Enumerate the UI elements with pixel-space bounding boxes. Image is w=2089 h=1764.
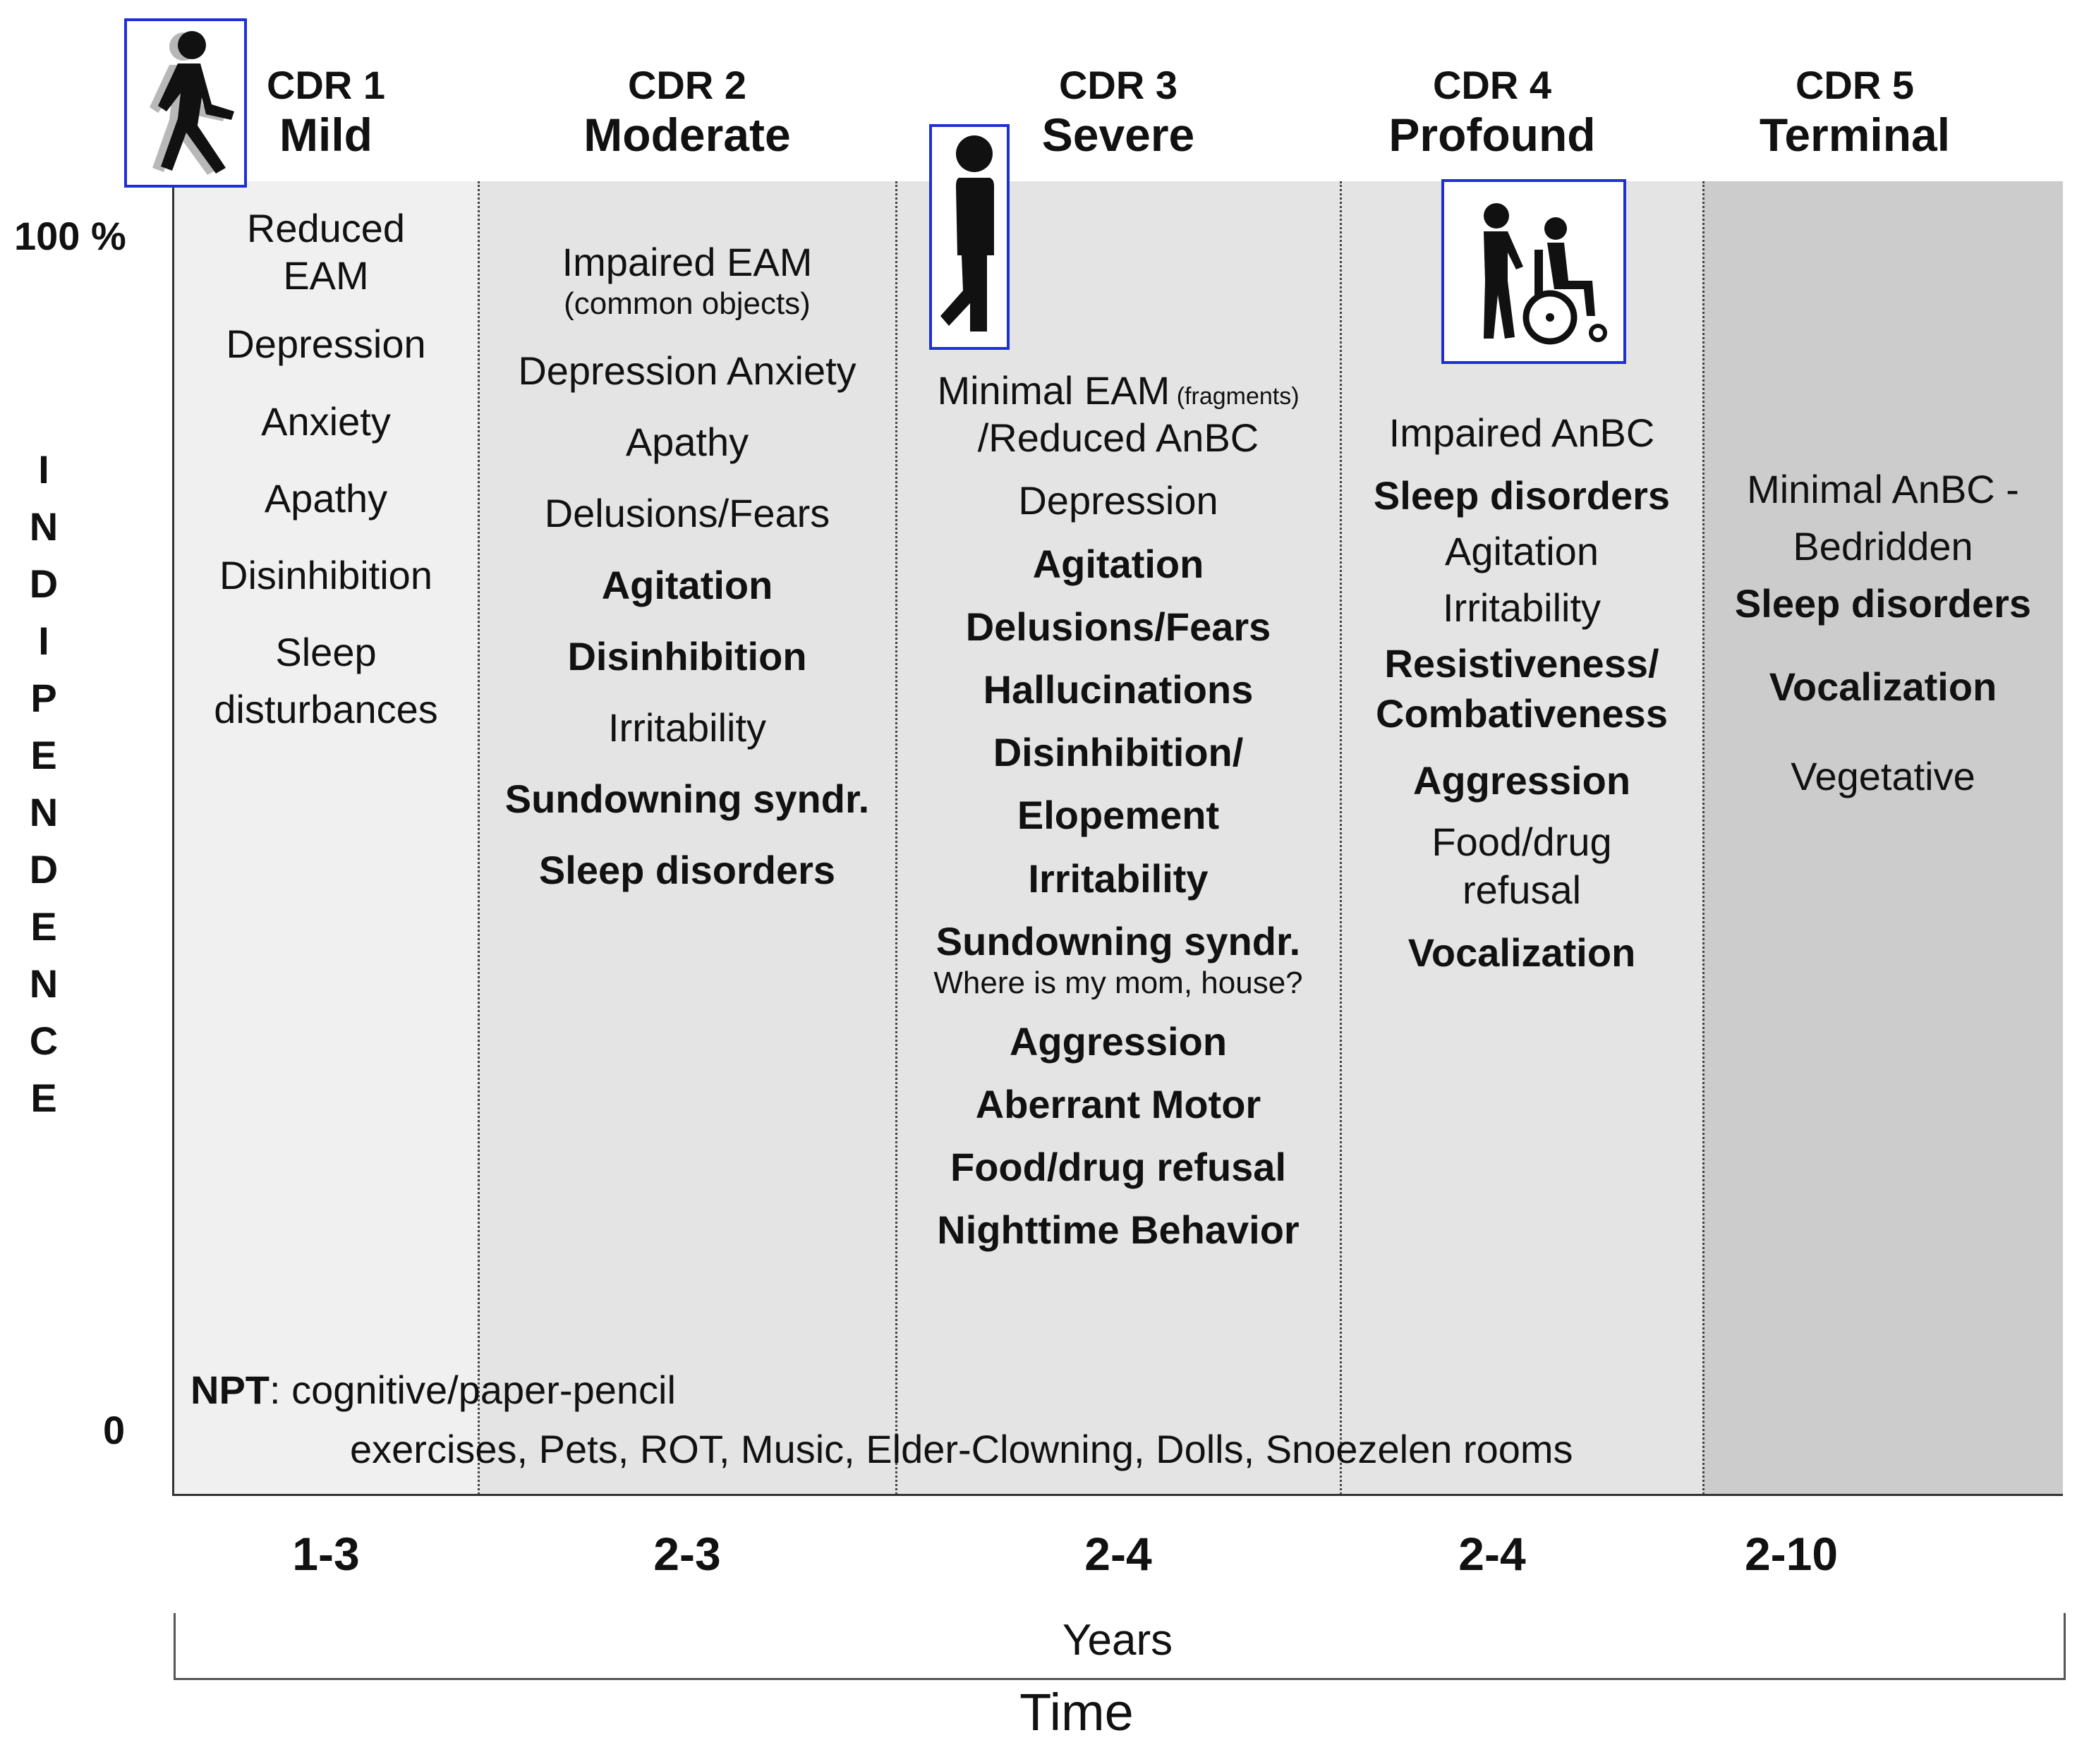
stage-item: Minimal EAM (fragments) bbox=[937, 368, 1300, 413]
x-axis-line bbox=[172, 1494, 2063, 1496]
stage-years: 2-3 bbox=[653, 1528, 721, 1580]
stage-item: disturbances bbox=[214, 687, 438, 732]
column-divider bbox=[1340, 181, 1342, 1495]
column-header-5: CDR 5 Terminal bbox=[1703, 62, 2006, 162]
stage-column-profound bbox=[1340, 181, 1703, 1495]
stage-column-severe bbox=[896, 181, 1340, 1495]
time-label: Time bbox=[1019, 1683, 1134, 1741]
npt-label: NPT bbox=[190, 1368, 270, 1412]
stage-years: 1-3 bbox=[292, 1528, 360, 1580]
stage-item: Depression bbox=[226, 322, 426, 367]
stage-item: Nighttime Behavior bbox=[937, 1208, 1300, 1253]
npt-line-2: exercises, Pets, ROT, Music, Elder-Clown… bbox=[350, 1427, 1573, 1471]
stage-column-mild bbox=[174, 181, 478, 1495]
stage-item: Agitation bbox=[601, 562, 773, 607]
stage-item: Agitation bbox=[1445, 529, 1599, 574]
stage-item: Bedridden bbox=[1793, 524, 1973, 569]
stage-list: Minimal EAM (fragments)/Reduced AnBC Depr… bbox=[896, 367, 1340, 1253]
stage-item: Elopement bbox=[1017, 793, 1220, 838]
stage-item: refusal bbox=[1462, 867, 1582, 912]
stage-item: Anxiety bbox=[261, 399, 391, 444]
stage-item: Where is my mom, house? bbox=[933, 965, 1303, 1000]
stage-list: Impaired EAM(common objects) Depression A… bbox=[478, 238, 896, 894]
stage-item: Hallucinations bbox=[983, 667, 1254, 712]
cdr-label: CDR 5 bbox=[1795, 63, 1915, 107]
stage-item: Sundowning syndr. bbox=[935, 918, 1301, 963]
stage-item: Depression Anxiety bbox=[518, 348, 856, 393]
stage-item: Impaired EAM bbox=[562, 240, 813, 284]
stage-column-terminal bbox=[1703, 181, 2063, 1495]
stage-item: Delusions/Fears bbox=[965, 604, 1271, 649]
stage-item: Irritability bbox=[607, 705, 767, 750]
stage-years: 2-4 bbox=[1458, 1528, 1526, 1580]
y-axis-top-label: 100 % bbox=[14, 214, 126, 258]
stage-years: 2-10 bbox=[1744, 1528, 1839, 1580]
stage-item: Food/drug refusal bbox=[950, 1145, 1286, 1190]
stage-item: Disinhibition bbox=[567, 633, 807, 679]
stage-item: Disinhibition bbox=[219, 552, 432, 597]
stage-item: Impaired AnBC bbox=[1388, 410, 1655, 455]
stage-item: Sundowning syndr. bbox=[504, 777, 870, 822]
stage-item: Sleep disorders bbox=[1373, 473, 1671, 518]
standing-person-icon bbox=[929, 124, 1010, 350]
walking-person-icon bbox=[124, 18, 247, 188]
stage-item: Apathy bbox=[625, 420, 749, 465]
stage-item: Aberrant Motor bbox=[975, 1081, 1261, 1126]
stage-item: Aggression bbox=[1412, 758, 1631, 803]
stage-item: /Reduced AnBC bbox=[977, 415, 1259, 461]
stage-item: Vocalization bbox=[1407, 930, 1636, 975]
column-header-3: CDR 3 Severe bbox=[896, 62, 1340, 162]
npt-text-1: : cognitive/paper-pencil bbox=[270, 1368, 676, 1412]
stage-item: Resistiveness/ bbox=[1384, 640, 1659, 686]
stage-label: Profound bbox=[1388, 109, 1596, 161]
stage-item: Sleep disorders bbox=[538, 848, 836, 893]
stage-item: Depression bbox=[1018, 478, 1218, 523]
column-divider bbox=[895, 181, 897, 1495]
column-divider bbox=[478, 181, 480, 1495]
stage-item: Reduced bbox=[246, 206, 406, 250]
stage-item: Delusions/Fears bbox=[544, 491, 830, 536]
stage-item-note: (fragments) bbox=[1170, 383, 1300, 410]
stage-label: Terminal bbox=[1759, 109, 1951, 161]
stage-item: Vocalization bbox=[1769, 664, 1997, 709]
stage-item: Vegetative bbox=[1791, 753, 1975, 798]
years-bracket bbox=[174, 1613, 2066, 1680]
column-header-2: CDR 2 Moderate bbox=[478, 62, 896, 162]
stage-item: EAM bbox=[283, 253, 369, 298]
stage-years: 2-4 bbox=[1084, 1528, 1152, 1580]
stage-item: Irritability bbox=[1028, 856, 1209, 901]
column-header-4: CDR 4 Profound bbox=[1340, 62, 1644, 162]
stage-label: Mild bbox=[279, 109, 373, 161]
cdr-label: CDR 3 bbox=[1058, 63, 1178, 107]
column-header-1: CDR 1 Mild bbox=[174, 62, 478, 162]
npt-line-1: NPT: cognitive/paper-pencil bbox=[190, 1367, 676, 1413]
stage-item: Minimal AnBC - bbox=[1747, 467, 2019, 511]
column-divider bbox=[1702, 181, 1704, 1495]
stage-item: (common objects) bbox=[564, 286, 811, 322]
stage-item: Sleep bbox=[275, 630, 377, 675]
cdr-label: CDR 4 bbox=[1432, 63, 1552, 107]
stage-item: Apathy bbox=[264, 475, 388, 521]
stage-item: Agitation bbox=[1032, 541, 1204, 586]
y-axis-title: INDIPENDENCE bbox=[29, 447, 59, 1120]
stage-label: Severe bbox=[1041, 109, 1195, 161]
stage-item: Aggression bbox=[1009, 1018, 1228, 1064]
stage-item: Food/drug bbox=[1431, 820, 1612, 865]
stage-label: Moderate bbox=[583, 109, 791, 161]
wheelchair-caregiver-icon bbox=[1441, 179, 1626, 364]
cdr-label: CDR 2 bbox=[627, 63, 747, 107]
stage-column-moderate bbox=[478, 181, 896, 1495]
y-axis-bottom-label: 0 bbox=[103, 1408, 126, 1452]
years-label: Years bbox=[1062, 1616, 1173, 1665]
stage-item: Disinhibition/ bbox=[993, 730, 1244, 775]
stage-item: Combativeness bbox=[1376, 691, 1668, 736]
cdr-label: CDR 1 bbox=[266, 63, 386, 107]
y-axis-line bbox=[172, 181, 174, 1496]
stage-item: Sleep disorders bbox=[1734, 581, 2032, 626]
stage-item: Irritability bbox=[1442, 585, 1601, 630]
